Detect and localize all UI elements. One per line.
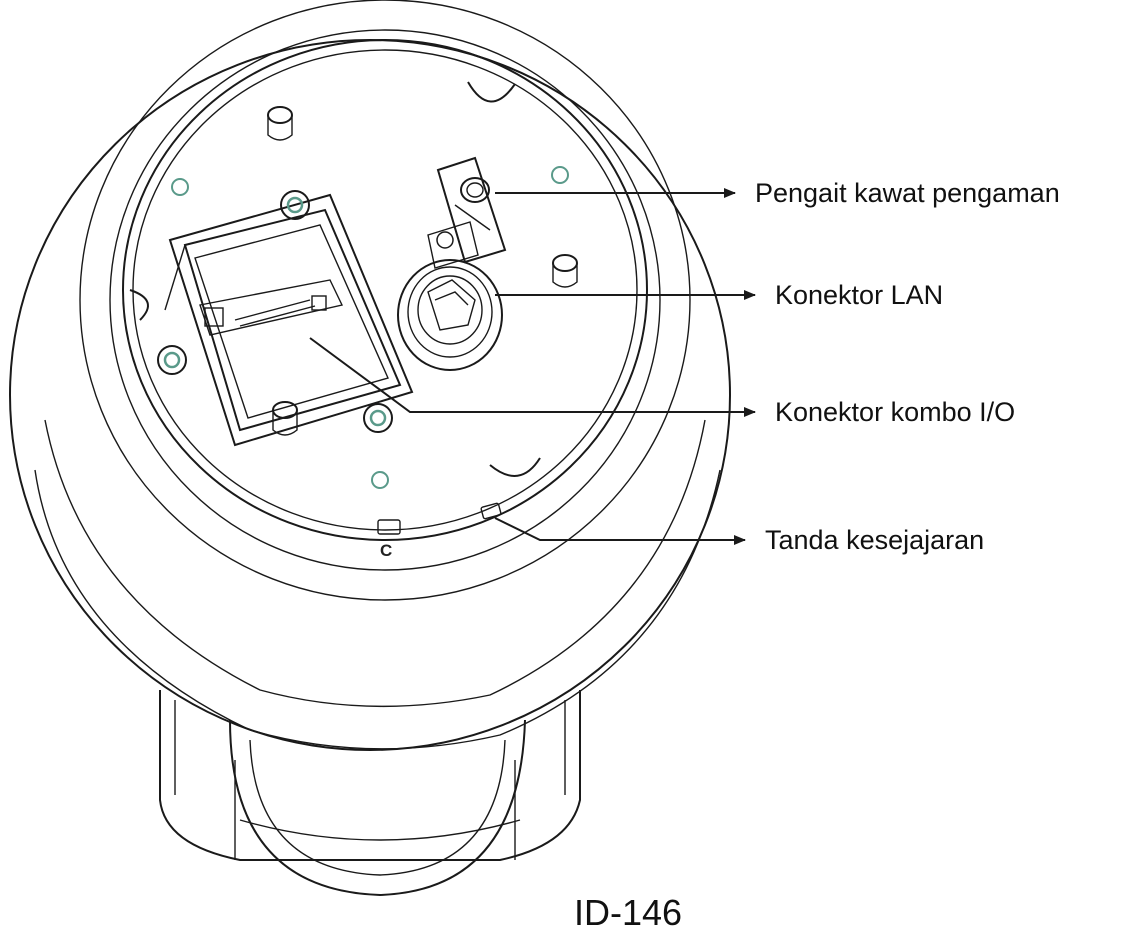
- dome-housing: [159, 690, 581, 897]
- lan-connector-part: [397, 259, 503, 371]
- alignment-mark-left: [377, 519, 401, 535]
- figure-id: ID-146: [574, 892, 682, 931]
- screw-hole-left: [171, 178, 189, 196]
- alignment-mark-right: [480, 502, 502, 520]
- callout-label-lan-connector: Konektor LAN: [775, 280, 943, 310]
- screw-right: [552, 254, 578, 288]
- mounting-plate: [122, 39, 648, 541]
- io-combo-connector-housing: [157, 190, 414, 447]
- leader-io-combo-connector: [309, 337, 756, 417]
- callout-label-alignment-mark: Tanda kesejajaran: [765, 525, 984, 555]
- safety-wire-hook-part: [427, 156, 507, 269]
- callout-label-io-combo-connector: Konektor kombo I/O: [775, 397, 1015, 427]
- screw-hole-bottom: [371, 471, 389, 489]
- callout-label-safety-wire-hook: Pengait kawat pengaman: [755, 178, 1060, 208]
- alignment-letter: C: [380, 541, 392, 560]
- screw-top: [267, 106, 293, 141]
- camera-body: [9, 0, 731, 751]
- leader-alignment-mark: [494, 517, 746, 545]
- screw-hole-right: [551, 166, 569, 184]
